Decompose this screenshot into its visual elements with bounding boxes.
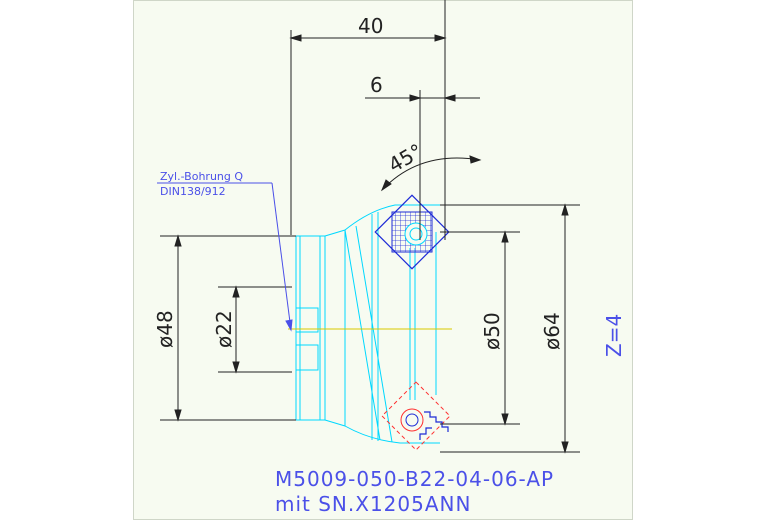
insert-spec: mit SN.X1205ANN [275, 492, 471, 516]
annotation-line2: DIN138/912 [160, 185, 226, 198]
insert-bottom [381, 381, 451, 451]
drawing-sheet [133, 0, 633, 520]
cutter-body [295, 204, 440, 444]
dim-hub-dia: ø48 [153, 310, 177, 348]
annotation-line1: Zyl.-Bohrung Q [160, 170, 243, 183]
dim-overall-length: 40 [358, 14, 383, 38]
annotation-leader [157, 182, 293, 332]
dim-insert-offset: 6 [370, 73, 383, 97]
dim-bore-dia: ø22 [212, 310, 236, 348]
teeth-count: Z=4 [602, 314, 626, 357]
dim-outer-dia: ø64 [540, 312, 564, 350]
part-number: M5009-050-B22-04-06-AP [275, 467, 554, 491]
dimension-lines [160, 0, 580, 454]
dim-inner-dia: ø50 [480, 312, 504, 350]
insert-top [374, 194, 450, 270]
